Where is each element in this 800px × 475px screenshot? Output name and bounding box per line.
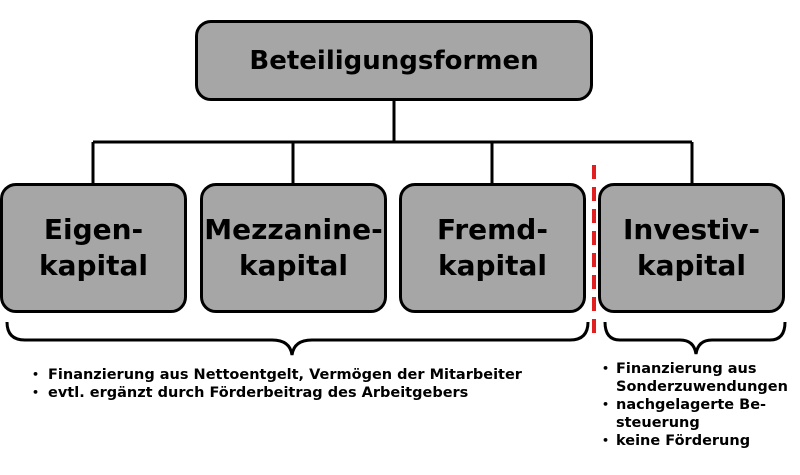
node-eigenkapital: Eigen- kapital	[0, 183, 187, 313]
brace-right	[603, 321, 787, 355]
root-label: Beteiligungsformen	[249, 45, 539, 76]
node-label-line1: Mezzanine-	[204, 213, 383, 246]
list-item: Finanzierung aus Sonderzuwendungen	[596, 360, 800, 396]
node-label-line2: kapital	[238, 249, 349, 282]
node-label-line2: kapital	[437, 249, 548, 282]
node-mezzaninekapital: Mezzanine- kapital	[200, 183, 387, 313]
node-label-line2: kapital	[38, 249, 149, 282]
node-label-line1: Fremd-	[437, 213, 548, 246]
node-label-line2: kapital	[636, 249, 747, 282]
list-item: nachgelagerte Be-steuerung	[596, 396, 800, 432]
node-investivkapital: Investiv- kapital	[598, 183, 785, 313]
root-node: Beteiligungsformen	[195, 20, 593, 101]
node-fremdkapital: Fremd- kapital	[399, 183, 586, 313]
node-label-line1: Investiv-	[622, 213, 761, 246]
list-item: Finanzierung aus Nettoentgelt, Vermögen …	[26, 366, 522, 384]
list-item: evtl. ergänzt durch Förderbeitrag des Ar…	[26, 384, 522, 402]
right-notes-list: Finanzierung aus Sonderzuwendungen nachg…	[596, 360, 800, 450]
left-notes-list: Finanzierung aus Nettoentgelt, Vermögen …	[26, 366, 522, 402]
list-item: keine Förderung	[596, 432, 800, 450]
brace-left	[5, 321, 590, 356]
node-label-line1: Eigen-	[43, 213, 144, 246]
